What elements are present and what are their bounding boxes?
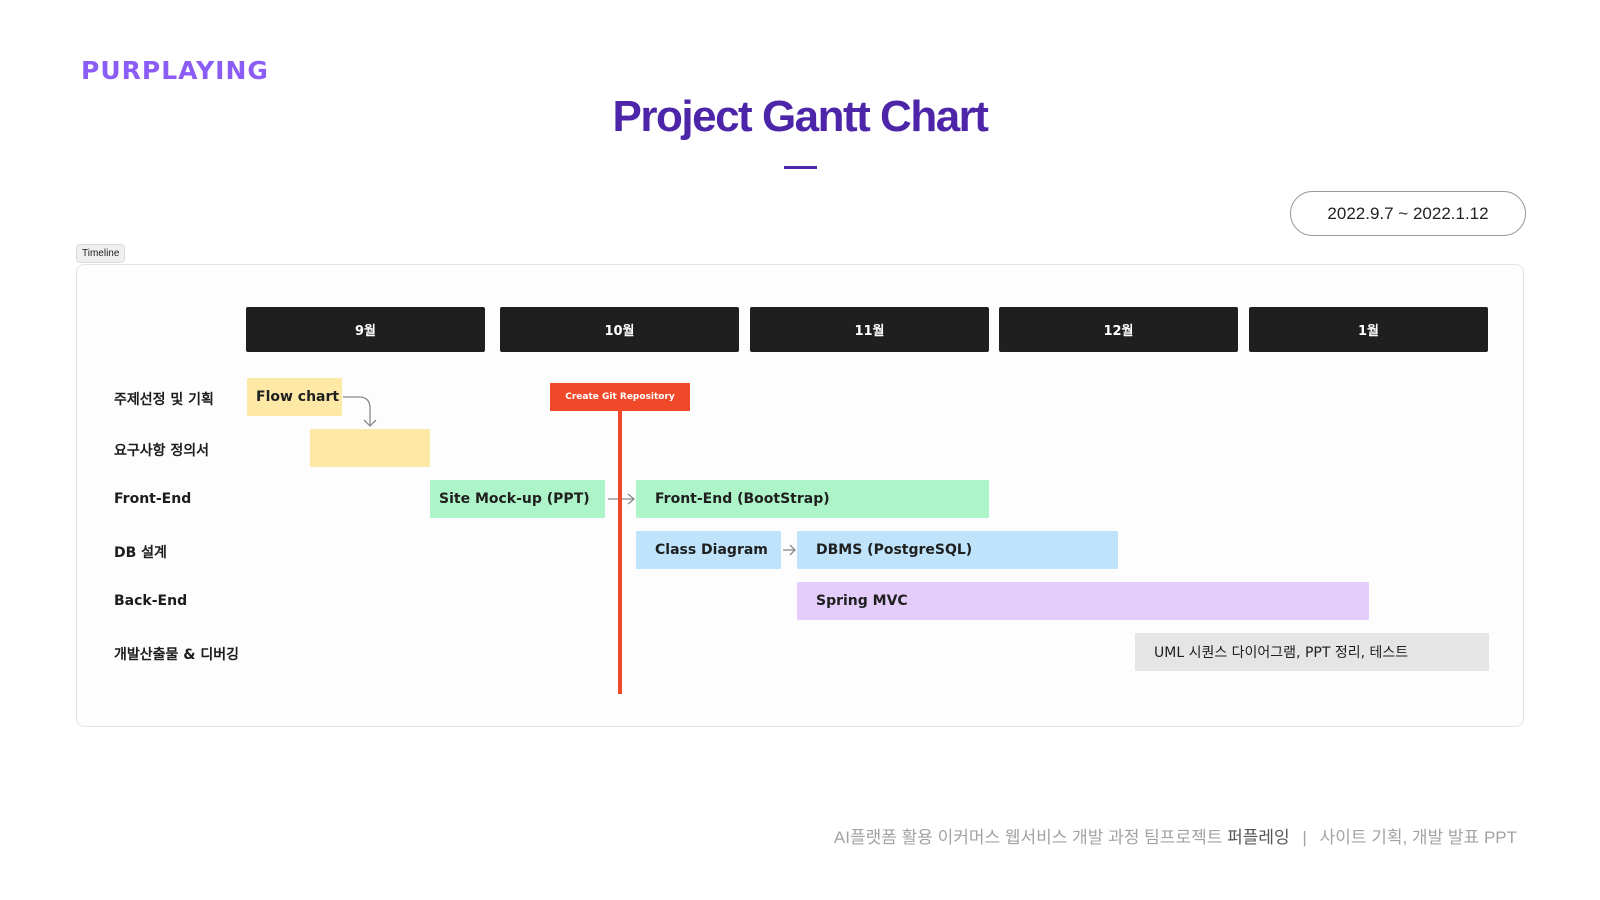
month-header-oct: 10월: [500, 307, 739, 352]
footer: AI플랫폼 활용 이커머스 웹서비스 개발 과정 팀프로젝트 퍼플레잉 | 사이…: [834, 823, 1517, 848]
timeline-tag: Timeline: [76, 244, 126, 263]
task-uml-ppt-test: UML 시퀀스 다이어그램, PPT 정리, 테스트: [1135, 633, 1489, 671]
row-label-requirements: 요구사항 정의서: [114, 443, 210, 459]
task-requirements: [310, 429, 430, 467]
milestone-marker-line: [618, 411, 622, 694]
milestone-git-repo: Create Git Repository: [550, 383, 690, 411]
month-header-nov: 11월: [750, 307, 989, 352]
date-range-badge: 2022.9.7 ~ 2022.1.12: [1290, 191, 1526, 236]
footer-doc: 사이트 기획, 개발 발표 PPT: [1319, 828, 1517, 847]
month-header-jan: 1월: [1249, 307, 1488, 352]
page-title: Project Gantt Chart: [612, 92, 989, 141]
title-underline: [784, 166, 817, 169]
arrow-right-icon: [608, 493, 636, 505]
footer-team: 퍼플레잉: [1227, 828, 1290, 847]
brand-logo: PURPLAYING: [81, 56, 269, 85]
arrow-right-icon: [783, 544, 796, 556]
task-dbms: DBMS (PostgreSQL): [797, 531, 1118, 569]
footer-separator: |: [1302, 828, 1307, 847]
footer-course: AI플랫폼 활용 이커머스 웹서비스 개발 과정 팀프로젝트: [833, 828, 1223, 847]
row-label-backend: Back-End: [114, 593, 188, 609]
task-class-diagram: Class Diagram: [636, 531, 781, 569]
row-label-planning: 주제선정 및 기획: [114, 392, 214, 408]
task-site-mockup: Site Mock-up (PPT): [430, 480, 605, 518]
arrow-bend-down-icon: [343, 396, 377, 427]
row-label-frontend: Front-End: [114, 491, 192, 507]
task-frontend-bootstrap: Front-End (BootStrap): [636, 480, 989, 518]
task-spring-mvc: Spring MVC: [797, 582, 1369, 620]
month-header-sep: 9월: [246, 307, 485, 352]
month-header-dec: 12월: [999, 307, 1238, 352]
task-flow-chart: Flow chart: [247, 378, 342, 416]
row-label-db: DB 설계: [114, 545, 167, 561]
row-label-debugging: 개발산출물 & 디버깅: [114, 647, 239, 663]
